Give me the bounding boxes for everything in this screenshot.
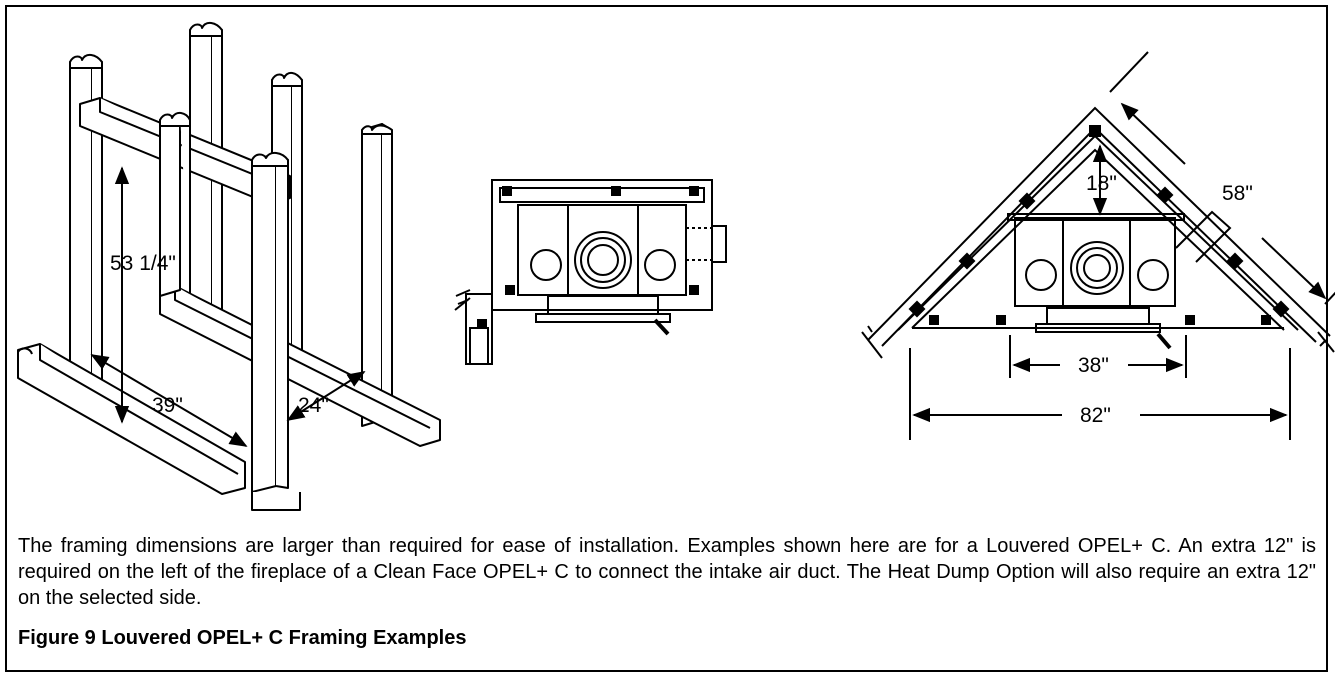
depth-dimension-line xyxy=(286,371,366,421)
framing-height-label: 53 1/4" xyxy=(110,252,176,275)
figure-caption: The framing dimensions are larger than r… xyxy=(18,535,1316,609)
framing-3d-view xyxy=(17,22,441,511)
corner-depth-label: 18" xyxy=(1086,172,1117,195)
back-right-stud xyxy=(361,123,393,427)
small-center-stud xyxy=(159,112,191,297)
front-right-stud xyxy=(251,152,301,511)
width-dimension-line xyxy=(90,354,248,447)
figure-title: Figure 9 Louvered OPEL+ C Framing Exampl… xyxy=(18,627,467,649)
corner-side-label: 58" xyxy=(1222,182,1253,205)
figure-frame xyxy=(5,5,1328,672)
framing-diagram: 53 1/4" 39" 24" xyxy=(17,22,1335,511)
flat-wall-plan xyxy=(454,179,727,365)
framing-width-label: 39" xyxy=(152,394,183,417)
left-front-stud xyxy=(69,54,103,387)
framing-depth-label: 24" xyxy=(298,394,329,417)
corner-plan xyxy=(861,51,1335,440)
corner-opening-label: 38" xyxy=(1078,354,1109,377)
corner-overall-label: 82" xyxy=(1080,404,1111,427)
front-sole-plate xyxy=(17,343,246,495)
